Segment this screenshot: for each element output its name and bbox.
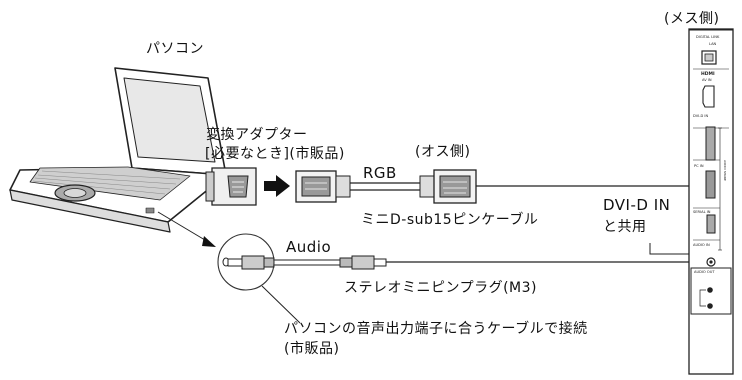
mini-dsub-cable <box>295 169 695 204</box>
laptop-pointer-line <box>157 211 211 244</box>
rgb-label: RGB <box>363 164 397 182</box>
panel-digital-link: DIGITAL LINK <box>696 35 720 39</box>
panel-av-in: AV IN <box>702 78 712 82</box>
pc-audio-note: (市販品) <box>284 341 340 357</box>
panel-audio-out: AUDIO OUT <box>694 270 715 274</box>
panel-lan: LAN <box>709 42 717 46</box>
male-side-label: (オス側) <box>415 144 471 160</box>
conversion-adapter <box>205 167 257 206</box>
audio-label: Audio <box>286 238 332 256</box>
panel-pc-in: PC IN <box>694 164 704 168</box>
panel-dvi-in: DVI-D IN <box>693 114 709 118</box>
panel-audio-in: AUDIO IN <box>693 243 710 247</box>
panel-hdmi: HDMI <box>701 72 715 77</box>
pc-audio-label: パソコンの音声出力端子に合うケーブルで接続 <box>284 321 588 337</box>
highlight-circle <box>217 233 275 291</box>
female-side-label: (メス側) <box>664 11 720 27</box>
panel-serial-in: SERIAL IN <box>693 210 711 214</box>
adapter-note: [必要なとき](市販品) <box>205 146 345 162</box>
mini-dsub-label: ミニD-sub15ピンケーブル <box>361 212 539 228</box>
audio-cable <box>222 255 695 270</box>
display-terminal-panel <box>688 28 734 375</box>
panel-side-note: AUDIO SHARE <box>723 160 727 181</box>
pc-label: パソコン <box>146 41 204 57</box>
dvi-pointer-line <box>649 243 697 255</box>
dvi-label: DVI-D IN <box>603 196 671 214</box>
dvi-shared-label: と共用 <box>603 219 647 235</box>
arrow-icon <box>264 175 290 197</box>
adapter-label: 変換アダプター <box>206 127 308 143</box>
leader-line <box>261 285 301 324</box>
laptop-illustration <box>9 67 227 233</box>
stereo-plug-label: ステレオミニピンプラグ(M3) <box>344 280 537 296</box>
